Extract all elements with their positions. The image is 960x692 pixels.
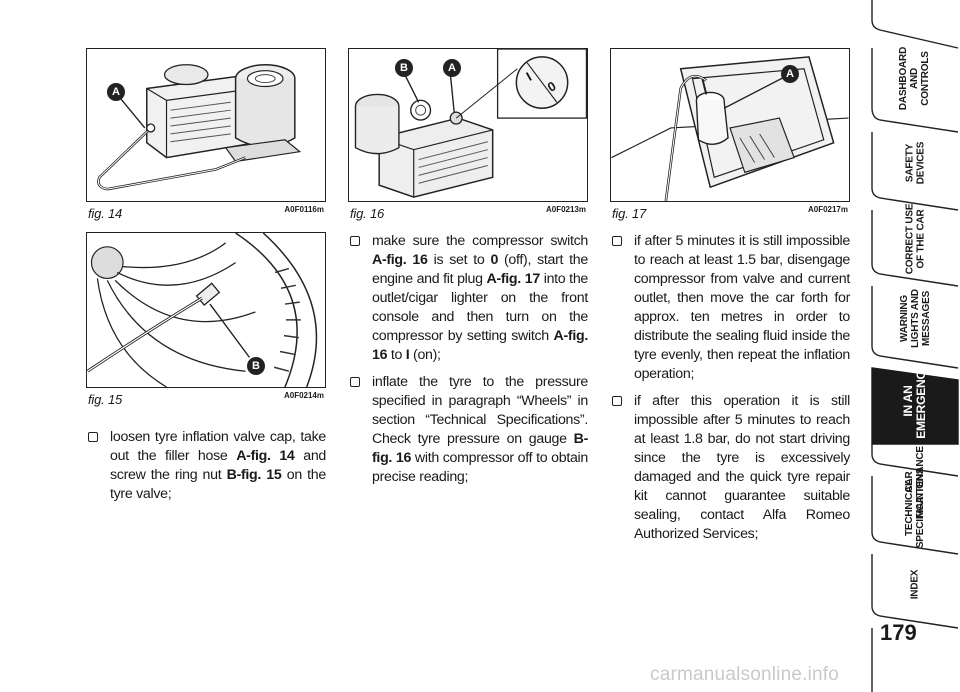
tab-index[interactable]: INDEX — [868, 544, 960, 624]
figure-17-code: A0F0217m — [807, 205, 848, 214]
text-span: is set to — [427, 252, 491, 268]
tab-in-an-emergency[interactable]: IN AN EMERGENCY — [868, 356, 960, 446]
tab-label: WARNING LIGHTS AND MESSAGES — [898, 288, 932, 348]
fig-ref: A-fig. 14 — [236, 448, 295, 464]
fig-ref: A-fig. 17 — [486, 271, 541, 287]
bullet-box-icon — [350, 377, 360, 387]
figure-16-compressor-switch: B A I 0 — [348, 48, 588, 202]
text-span: and screw the ring nut — [110, 448, 326, 483]
tab-technical-specifications[interactable]: TECHNICAL SPECIFICATIONS — [868, 464, 960, 552]
bullet-box-icon — [612, 236, 622, 246]
instruction-loosen-valve-cap: loosen tyre inflation valve cap, take ou… — [86, 428, 326, 504]
bullet-box-icon — [350, 236, 360, 246]
text-span: (on); — [409, 347, 441, 363]
tabs-outline — [871, 0, 959, 692]
section-tabs: DASHBOARD AND CONTROLS SAFETY DEVICES CO… — [868, 0, 960, 692]
tab-safety-devices[interactable]: SAFETY DEVICES — [868, 122, 960, 204]
tab-label: SAFETY DEVICES — [903, 141, 926, 185]
active-tab-fill — [871, 367, 959, 445]
text-column-3: if after 5 minutes it is still impossibl… — [610, 232, 850, 552]
text-span: if after 5 minutes it is still impossibl… — [634, 233, 850, 382]
figure-17-caption: fig. 17 — [612, 206, 647, 221]
fig-ref: A-fig. 16 — [372, 252, 428, 268]
page-number: 179 — [880, 620, 917, 645]
tab-warning-lights[interactable]: WARNING LIGHTS AND MESSAGES — [868, 274, 960, 362]
tab-label: CORRECT USE OF THE CAR — [904, 203, 926, 275]
text-column-1: loosen tyre inflation valve cap, take ou… — [86, 428, 326, 512]
figure-14-compressor-hose: A — [86, 48, 326, 202]
fig-ref: B-fig. 15 — [226, 467, 282, 483]
figure-14-code: A0F0116m — [284, 205, 324, 214]
bullet-box-icon — [612, 396, 622, 406]
text-span: if after this operation it is still impo… — [634, 393, 850, 542]
tab-label: IN AN EMERGENCY — [901, 363, 929, 439]
instruction-redistribute-sealant: if after 5 minutes it is still impossibl… — [610, 232, 850, 384]
instruction-inflate-tyre: inflate the tyre to the pressure specifi… — [348, 373, 588, 487]
compressor-hose-illustration — [87, 49, 325, 201]
callout-a-fig14: A — [107, 83, 125, 101]
callout-b-fig16: B — [395, 59, 413, 77]
figure-15-code: A0F0214m — [283, 391, 324, 400]
text-span: to — [387, 347, 406, 363]
switch-value: I — [405, 347, 410, 363]
text-span: into the outlet/cigar lighter on the fro… — [372, 271, 588, 344]
compressor-switch-illustration — [349, 49, 587, 201]
text-span: loosen tyre inflation valve cap, take ou… — [110, 429, 326, 464]
figure-16-caption: fig. 16 — [350, 206, 385, 221]
instruction-set-switch-and-plug: make sure the compressor switch A-fig. 1… — [348, 232, 588, 365]
figure-14-caption: fig. 14 — [88, 206, 123, 221]
site-watermark: carmanualsonline.info — [650, 664, 840, 685]
figure-16-code: A0F0213m — [545, 205, 586, 214]
switch-value: 0 — [490, 252, 499, 268]
text-span: make sure the compressor switch — [372, 233, 588, 249]
callout-a-fig16: A — [443, 59, 461, 77]
tab-dashboard-and-controls[interactable]: DASHBOARD AND CONTROLS — [868, 28, 960, 128]
fig-ref: B-fig. 16 — [372, 431, 588, 466]
callout-a-fig17: A — [781, 65, 799, 83]
cigar-lighter-plug-illustration — [611, 49, 849, 201]
tab-correct-use[interactable]: CORRECT USE OF THE CAR — [868, 198, 960, 280]
callout-b-fig15: B — [247, 357, 265, 375]
tab-label: TECHNICAL SPECIFICATIONS — [904, 467, 927, 549]
text-span: with compressor off to obtain precise re… — [372, 450, 588, 485]
figure-15-caption: fig. 15 — [88, 392, 123, 407]
text-span: on the tyre valve; — [110, 467, 326, 502]
text-span: (off), start the engine and fit plug — [372, 252, 588, 287]
bullet-box-icon — [88, 432, 98, 442]
tab-label: INDEX — [909, 569, 921, 599]
tab-label: DASHBOARD AND CONTROLS — [898, 46, 932, 110]
fig-ref: A-fig. 16 — [372, 328, 588, 363]
instruction-contact-service: if after this operation it is still impo… — [610, 392, 850, 544]
figure-17-cigar-lighter-plug: A — [610, 48, 850, 202]
tyre-valve-illustration — [87, 233, 325, 387]
text-column-2: make sure the compressor switch A-fig. 1… — [348, 232, 588, 495]
figure-15-tyre-valve: B — [86, 232, 326, 388]
text-span: inflate the tyre to the pressure specifi… — [372, 374, 588, 447]
